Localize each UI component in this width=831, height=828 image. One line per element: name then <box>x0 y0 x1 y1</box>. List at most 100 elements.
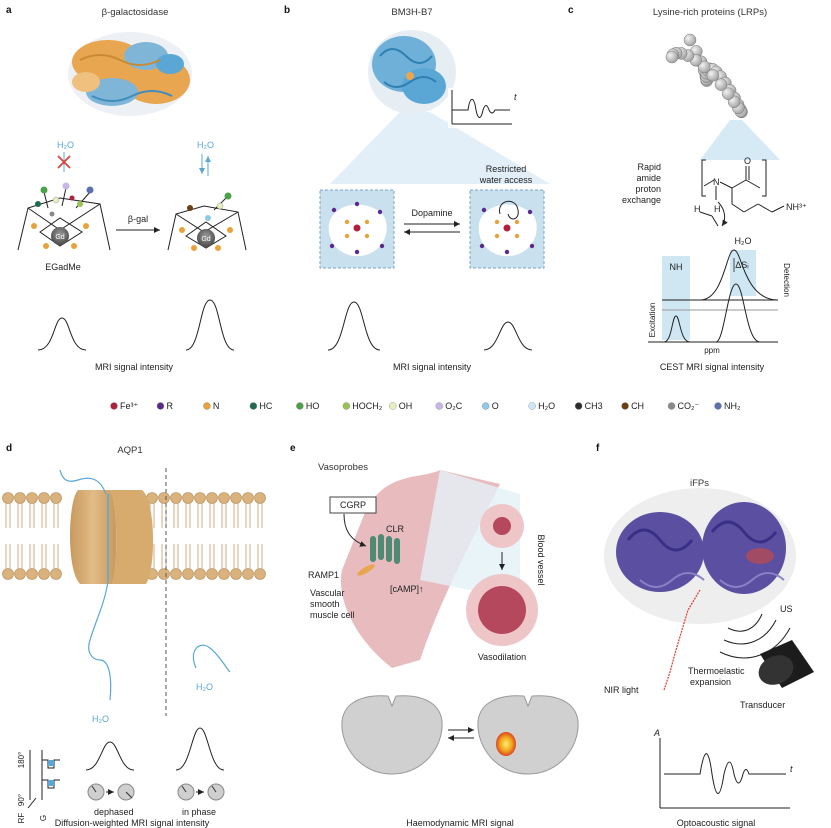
panel-b: b BM3H-B7 t <box>284 5 550 372</box>
panel-e-cgrp: CGRP <box>340 500 366 510</box>
panel-b-restricted-1: Restricted <box>486 164 527 174</box>
egadme-complex-icon: Gd <box>17 182 111 251</box>
legend-label: HOCH₂ <box>352 401 382 411</box>
panel-e-ramp1: RAMP1 <box>308 570 339 580</box>
panel-c-exchange-1: Rapid <box>637 162 661 172</box>
lipid-head <box>182 492 194 504</box>
dephased-spins-icon <box>87 783 135 801</box>
panel-a-agent-label: EGadMe <box>45 262 81 272</box>
panel-c-detection: Detection <box>782 263 791 297</box>
panel-d-deg90: 90° <box>17 794 26 806</box>
legend-swatch <box>667 402 676 410</box>
sensor-box-left <box>319 189 395 269</box>
bm3h-protein-icon <box>368 30 456 114</box>
lipid-head <box>206 492 218 504</box>
lipid-head <box>14 568 26 580</box>
panel-c-caption: CEST MRI signal intensity <box>660 362 765 372</box>
panel-e-clr: CLR <box>386 524 405 534</box>
panel-d-letter: d <box>6 443 12 454</box>
lipid-head <box>182 568 194 580</box>
panel-f-nir: NIR light <box>604 685 639 695</box>
lrp-bead <box>706 69 720 82</box>
dwi-peak-low-icon <box>85 741 135 771</box>
panel-c-exchange-3: proton <box>635 184 661 194</box>
panel-d-water-right: H₂O <box>196 682 213 692</box>
panel-f-thermo-1: Thermoelastic <box>688 666 745 676</box>
equilibrium-arrows-icon <box>404 221 460 235</box>
lipid-head <box>242 568 254 580</box>
panel-f-us: US <box>780 604 793 614</box>
panel-f-caption: Optoacoustic signal <box>677 818 756 828</box>
lipid-head <box>194 492 206 504</box>
panel-e-vessel: Blood vessel <box>536 534 546 585</box>
panel-a-caption: MRI signal intensity <box>95 362 174 372</box>
equilibrium-arrows-e-icon <box>448 727 474 741</box>
panel-f-transducer: Transducer <box>740 700 785 710</box>
panel-b-trace-axis: t <box>514 92 517 102</box>
panel-d-dephased: dephased <box>94 807 134 817</box>
lipid-bilayer-icon <box>2 492 266 580</box>
panel-c-excitation: Excitation <box>648 303 657 338</box>
blocked-x-icon <box>57 155 71 169</box>
optoacoustic-plot-icon <box>659 738 790 809</box>
legend-swatch <box>389 402 397 410</box>
panel-e-cell-2: smooth <box>310 599 340 609</box>
legend-swatch <box>296 402 304 410</box>
panel-f-title: iFPs <box>690 478 709 489</box>
lipid-head <box>230 568 242 580</box>
amide-structure-icon <box>699 159 785 227</box>
acoustic-waves-icon <box>719 613 791 659</box>
panel-d-g: G <box>39 815 48 821</box>
panel-a: a β-galactosidase H₂O H₂O <box>6 5 247 372</box>
legend-swatch <box>621 402 629 410</box>
legend-swatch <box>481 402 490 410</box>
lipid-head <box>254 568 266 580</box>
panel-d-water-left: H₂O <box>92 714 109 724</box>
legend-label: CH <box>631 401 644 411</box>
lrp-bead <box>721 87 735 100</box>
panel-e-title: Vasoprobes <box>318 462 368 473</box>
pulse-sequence-icon <box>27 750 60 809</box>
cgrp-arrow-icon <box>343 513 367 547</box>
legend-label: HO <box>306 401 320 411</box>
panel-c-atom-n: N <box>713 177 720 187</box>
mri-peak-high-b-icon <box>327 301 381 351</box>
mri-peak-low-icon <box>37 317 87 351</box>
lipid-head <box>38 568 50 580</box>
legend-label: R <box>166 401 173 411</box>
panel-f-axis-a: A <box>653 728 660 738</box>
panel-b-restricted-2: water access <box>479 175 533 185</box>
lrp-bead <box>714 78 728 91</box>
panel-b-letter: b <box>284 5 290 16</box>
lipid-head <box>26 492 38 504</box>
panel-d-deg180: 180° <box>17 752 26 769</box>
panel-f-thermo-2: expansion <box>690 677 731 687</box>
panel-e-vasodilation: Vasodilation <box>478 652 526 662</box>
cgrp-box <box>329 496 377 514</box>
legend-swatch <box>249 402 258 410</box>
panel-c-letter: c <box>568 5 574 16</box>
water-band <box>730 250 756 296</box>
brain-slice-right-icon <box>477 695 579 775</box>
lipid-head <box>50 492 62 504</box>
panel-c: c Lysine-rich proteins (LRPs) Rapid amid… <box>568 5 807 372</box>
lipid-head <box>254 492 266 504</box>
gd-label-left: Gd <box>55 234 64 241</box>
panel-b-caption: MRI signal intensity <box>393 362 472 372</box>
mri-peak-low-b-icon <box>483 321 533 351</box>
panel-c-nh3: NH³⁺ <box>786 202 807 212</box>
panel-c-ppm: ppm <box>704 346 720 355</box>
brain-slice-left-icon <box>341 695 443 775</box>
legend-label: CO₂⁻ <box>678 401 700 411</box>
cest-spectrum-icon <box>648 249 779 343</box>
lrp-bead <box>683 33 697 47</box>
water-exchange-arrows-icon <box>199 154 211 176</box>
legend-swatch <box>203 402 211 410</box>
legend-label: N <box>213 401 220 411</box>
legend-swatch <box>342 402 351 410</box>
lipid-head <box>158 568 170 580</box>
legend-label: HC <box>259 401 272 411</box>
beta-galactosidase-structure-icon <box>68 32 192 116</box>
